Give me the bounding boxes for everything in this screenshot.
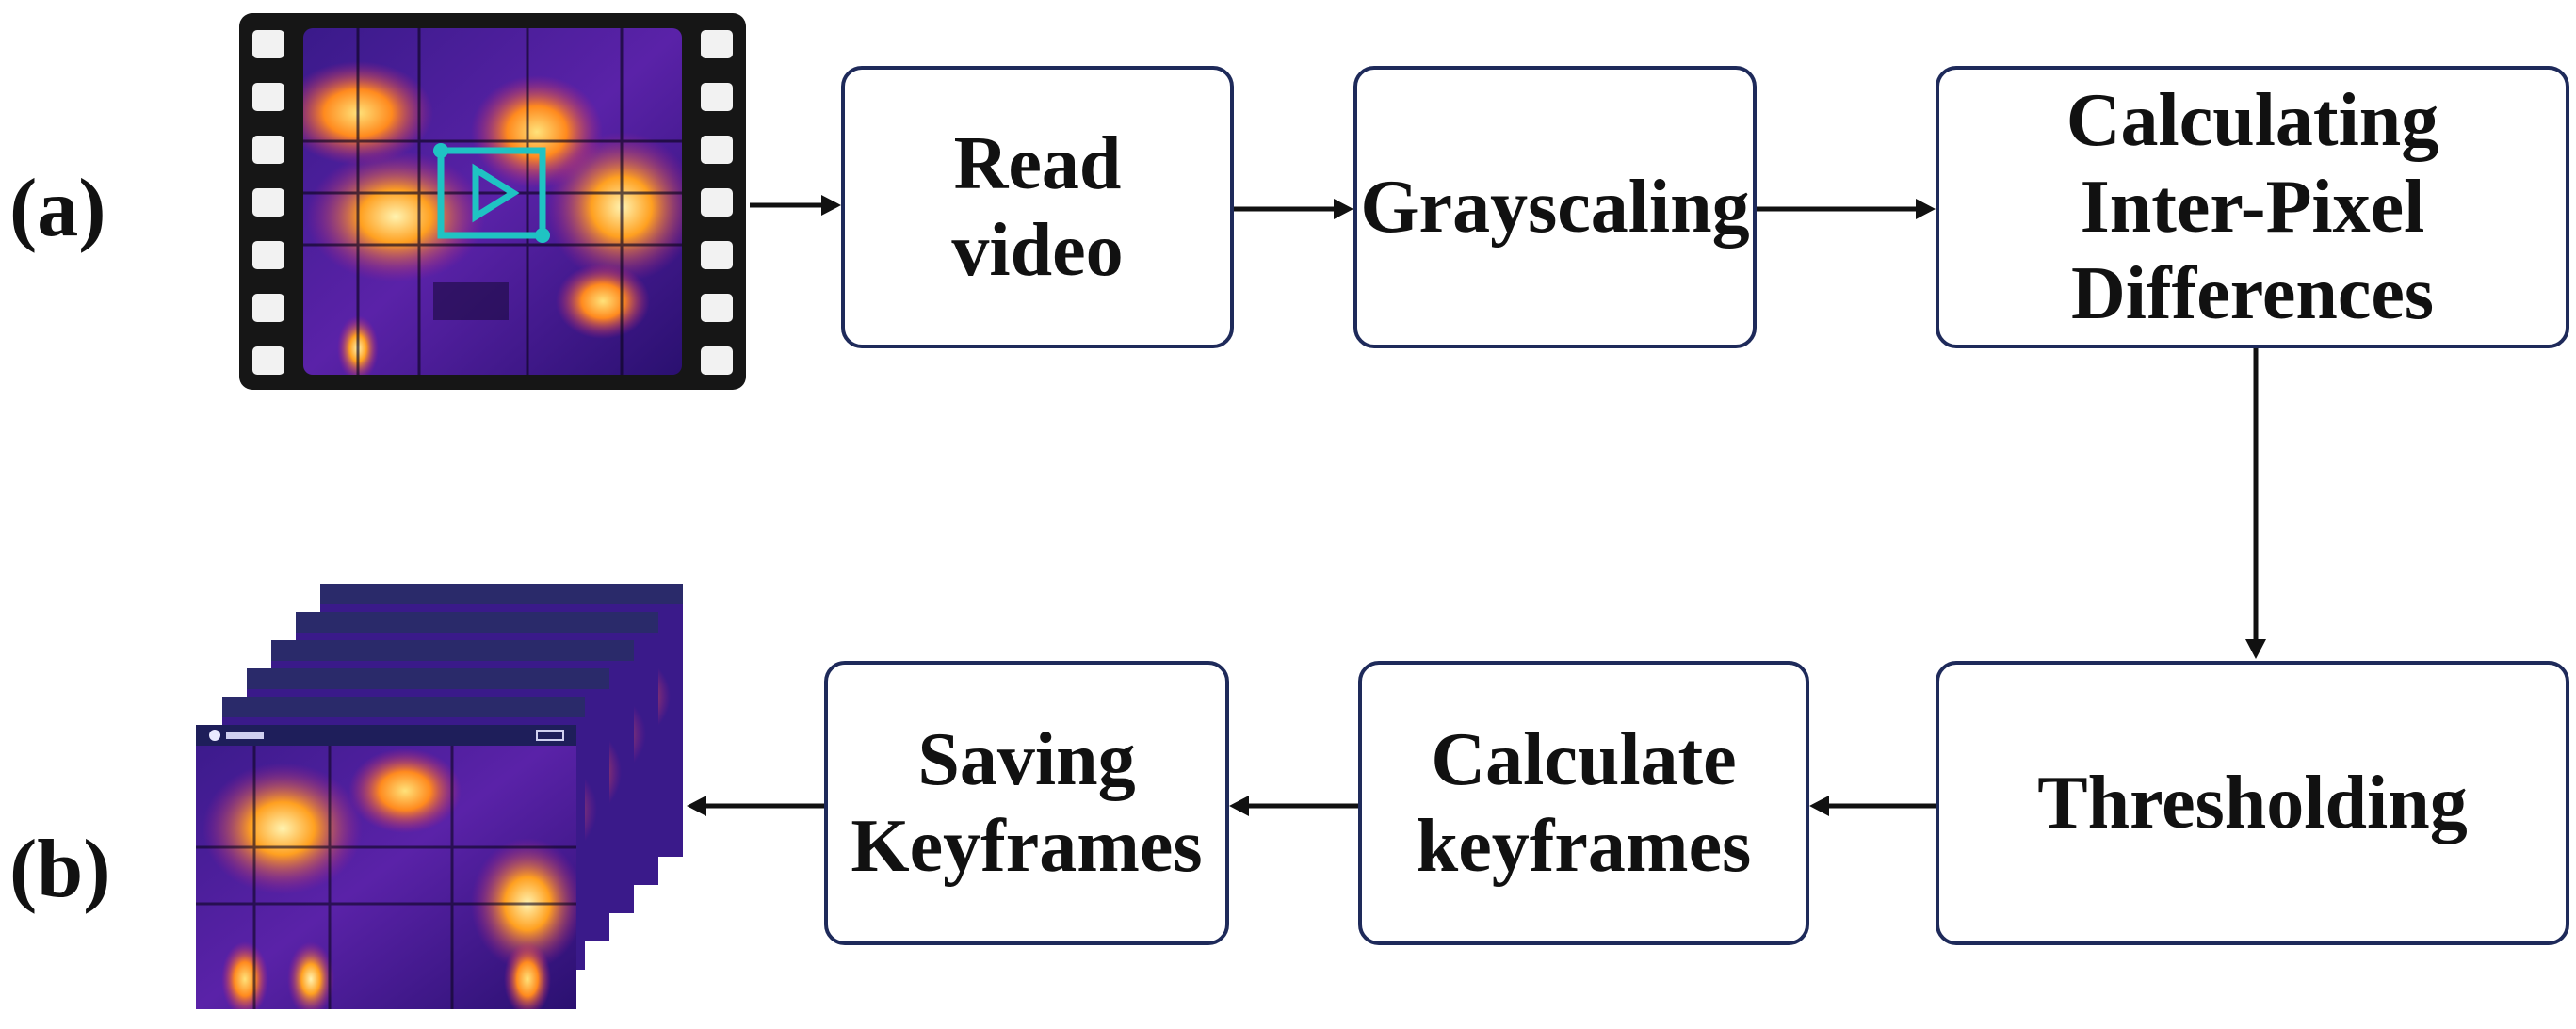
- step-saving-keyframes-label: Saving Keyframes: [851, 718, 1203, 888]
- row-label-b: (b): [9, 824, 111, 915]
- step-thresholding-label: Thresholding: [2037, 762, 2468, 844]
- step-thresholding: Thresholding: [1936, 661, 2569, 945]
- step-calculating-differences-label: Calculating Inter-Pixel Differences: [2066, 79, 2439, 335]
- step-read-video: Read video: [841, 66, 1234, 348]
- step-calculate-keyframes: Calculate keyframes: [1358, 661, 1809, 945]
- step-grayscaling: Grayscaling: [1353, 66, 1757, 348]
- play-icon: [437, 147, 546, 239]
- step-read-video-label: Read video: [951, 122, 1124, 292]
- step-calculating-differences: Calculating Inter-Pixel Differences: [1936, 66, 2569, 348]
- keyframe-stack-icon: [196, 584, 683, 1009]
- step-grayscaling-label: Grayscaling: [1360, 166, 1750, 249]
- row-label-a: (a): [9, 163, 106, 254]
- step-saving-keyframes: Saving Keyframes: [824, 661, 1229, 945]
- step-calculate-keyframes-label: Calculate keyframes: [1416, 718, 1752, 888]
